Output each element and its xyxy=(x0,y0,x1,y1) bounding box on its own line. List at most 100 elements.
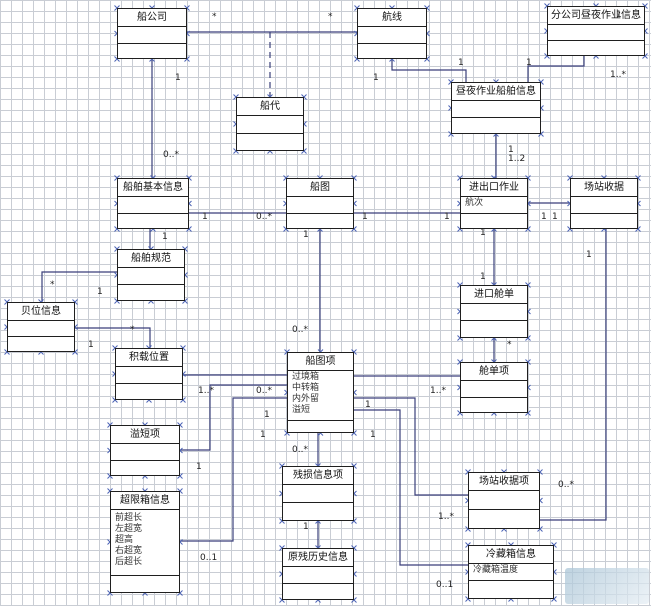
multiplicity-label: 1 xyxy=(616,10,622,20)
multiplicity-label: 1 xyxy=(444,212,450,222)
class-jinchukou-zuoye[interactable]: 进出口作业 航次 xyxy=(460,178,528,229)
attribute-compartment xyxy=(116,367,182,384)
attribute-compartment xyxy=(461,304,527,321)
attribute-lengcang-wendu: 冷藏箱温度 xyxy=(473,565,519,575)
class-name: 船代 xyxy=(237,98,303,116)
class-name: 船公司 xyxy=(118,9,186,27)
class-name: 场站收据项 xyxy=(469,473,539,491)
attribute-compartment xyxy=(237,116,303,134)
multiplicity-label: 1 xyxy=(260,430,266,440)
attribute-hangci: 航次 xyxy=(465,198,484,208)
class-changzhan-shouju[interactable]: 场站收据 xyxy=(570,178,638,229)
multiplicity-label: 0..* xyxy=(292,325,308,335)
multiplicity-label: 1..* xyxy=(438,512,454,522)
class-name: 船图项 xyxy=(288,353,353,371)
multiplicity-label: 1 xyxy=(202,212,208,222)
attribute-compartment xyxy=(469,491,539,510)
class-name: 残损信息项 xyxy=(283,467,353,485)
multiplicity-label: 1 xyxy=(97,287,103,297)
multiplicity-label: * xyxy=(212,12,217,22)
multiplicity-label: 1..* xyxy=(610,70,626,80)
multiplicity-label: 0..1 xyxy=(200,553,218,563)
multiplicity-label: 0..1 xyxy=(436,580,454,590)
attribute-compartment xyxy=(461,381,527,398)
class-lengcang-xiang[interactable]: 冷藏箱信息 冷藏箱温度 xyxy=(468,545,554,599)
multiplicity-label: 1 xyxy=(162,232,168,242)
attribute-guojing: 过境箱 xyxy=(292,372,320,382)
attribute-qianchaochang: 前超长 xyxy=(115,513,143,523)
attribute-compartment xyxy=(118,27,186,44)
attribute-compartment xyxy=(571,197,637,214)
class-name: 溢短项 xyxy=(111,426,179,444)
class-name: 昼夜作业船舶信息 xyxy=(452,83,540,101)
class-name: 进出口作业 xyxy=(461,179,527,197)
multiplicity-label: 1 xyxy=(88,340,94,350)
multiplicity-label: 1 xyxy=(365,400,371,410)
attribute-zhongzhuan: 中转箱 xyxy=(292,383,320,393)
attribute-compartment xyxy=(287,197,353,214)
attribute-compartment: 冷藏箱温度 xyxy=(469,564,553,581)
multiplicity-label: * xyxy=(328,12,333,22)
multiplicity-label: 1 xyxy=(373,73,379,83)
class-jinkou-cangdan[interactable]: 进口舱单 xyxy=(460,285,528,338)
multiplicity-label: 0..* xyxy=(256,212,272,222)
attribute-yiduan: 溢短 xyxy=(292,405,311,415)
multiplicity-label: 1 xyxy=(175,73,181,83)
class-zhouye-chuanbo[interactable]: 昼夜作业船舶信息 xyxy=(451,82,541,134)
class-chuanbo-guifan[interactable]: 船舶规范 xyxy=(117,249,185,301)
multiplicity-label: 1 xyxy=(458,58,464,68)
multiplicity-label: 1 xyxy=(196,462,202,472)
multiplicity-label: 1 xyxy=(541,212,547,222)
multiplicity-label: 1 xyxy=(370,430,376,440)
multiplicity-label: 0..* xyxy=(558,480,574,490)
multiplicity-label: 1 xyxy=(552,212,558,222)
attribute-compartment xyxy=(358,27,426,44)
attribute-zuochaokuan: 左超宽 xyxy=(115,524,143,534)
class-name: 航线 xyxy=(358,9,426,27)
multiplicity-label: 1 xyxy=(303,522,309,532)
class-fengongsi-zuoye[interactable]: 分公司昼夜作业信息 xyxy=(547,6,645,56)
multiplicity-label: 1 xyxy=(264,410,270,420)
class-chuandai[interactable]: 船代 xyxy=(236,97,304,151)
class-name: 进口舱单 xyxy=(461,286,527,304)
class-chuanbo-jiben[interactable]: 船舶基本信息 xyxy=(117,178,189,229)
class-chuantu[interactable]: 船图 xyxy=(286,178,354,229)
class-changzhan-shouju-xiang[interactable]: 场站收据项 xyxy=(468,472,540,529)
multiplicity-label: 1..* xyxy=(430,386,446,396)
attribute-compartment xyxy=(283,485,353,503)
multiplicity-label: 1 xyxy=(303,230,309,240)
attribute-compartment xyxy=(111,444,179,461)
class-jizai-weizhi[interactable]: 积载位置 xyxy=(115,348,183,400)
class-hangxian[interactable]: 航线 xyxy=(357,8,427,59)
class-name: 冷藏箱信息 xyxy=(469,546,553,564)
class-name: 场站收据 xyxy=(571,179,637,197)
class-chuantu-xiang[interactable]: 船图项 过境箱 中转箱 内外留 溢短 xyxy=(287,352,354,433)
multiplicity-label: 1 xyxy=(508,145,514,155)
multiplicity-label: 1 xyxy=(480,272,486,282)
class-canxun-xinxi[interactable]: 残损信息项 xyxy=(282,466,354,521)
class-cangdan-xiang[interactable]: 舱单项 xyxy=(460,362,528,413)
multiplicity-label: 1 xyxy=(526,58,532,68)
class-name: 原残历史信息 xyxy=(283,549,353,567)
class-name: 超限箱信息 xyxy=(111,492,179,510)
attribute-chaogao: 超高 xyxy=(115,535,134,545)
class-name: 贝位信息 xyxy=(8,303,74,321)
multiplicity-label: 0..* xyxy=(256,386,272,396)
class-chaoxian-xiang[interactable]: 超限箱信息 前超长 左超宽 超高 右超宽 后超长 xyxy=(110,491,180,593)
multiplicity-label: * xyxy=(50,280,55,290)
attribute-compartment: 前超长 左超宽 超高 右超宽 后超长 xyxy=(111,510,179,576)
attribute-neiwailiu: 内外留 xyxy=(292,394,320,404)
class-name: 积载位置 xyxy=(116,349,182,367)
class-beiwei-xinxi[interactable]: 贝位信息 xyxy=(7,302,75,352)
multiplicity-label: * xyxy=(130,325,135,335)
class-yiduan-xiang[interactable]: 溢短项 xyxy=(110,425,180,476)
multiplicity-label: 1 xyxy=(586,250,592,260)
multiplicity-label: 1 xyxy=(362,212,368,222)
attribute-compartment: 过境箱 中转箱 内外留 溢短 xyxy=(288,371,353,421)
multiplicity-label: 0..* xyxy=(292,445,308,455)
class-name: 舱单项 xyxy=(461,363,527,381)
class-canxun-lishi[interactable]: 原残历史信息 xyxy=(282,548,354,600)
class-chuan-gongsi[interactable]: 船公司 xyxy=(117,8,187,59)
multiplicity-label: 1..* xyxy=(198,386,214,396)
